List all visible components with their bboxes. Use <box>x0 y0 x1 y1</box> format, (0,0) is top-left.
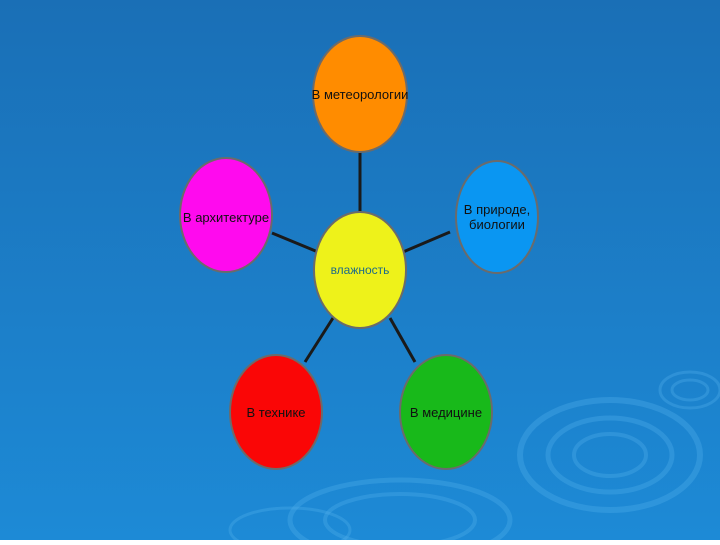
connectors <box>271 152 451 363</box>
label-architecture: В архитектуре <box>182 210 270 225</box>
node-nature <box>455 160 539 274</box>
node-center <box>313 211 407 329</box>
node-technology <box>229 354 323 470</box>
node-medicine <box>399 354 493 470</box>
connector-technology <box>303 317 335 363</box>
connector-medicine <box>388 317 417 363</box>
label-nature: В природе, биологии <box>463 202 531 232</box>
node-architecture <box>179 157 273 273</box>
label-center: влажность <box>330 263 390 277</box>
ripple-decoration <box>228 370 720 545</box>
connector-nature <box>402 230 451 254</box>
node-meteorology <box>312 35 408 153</box>
label-meteorology: В метеорологии <box>311 87 409 102</box>
label-medicine: В медицине <box>409 405 483 420</box>
label-technology: В технике <box>246 405 306 420</box>
connector-architecture <box>271 231 319 254</box>
